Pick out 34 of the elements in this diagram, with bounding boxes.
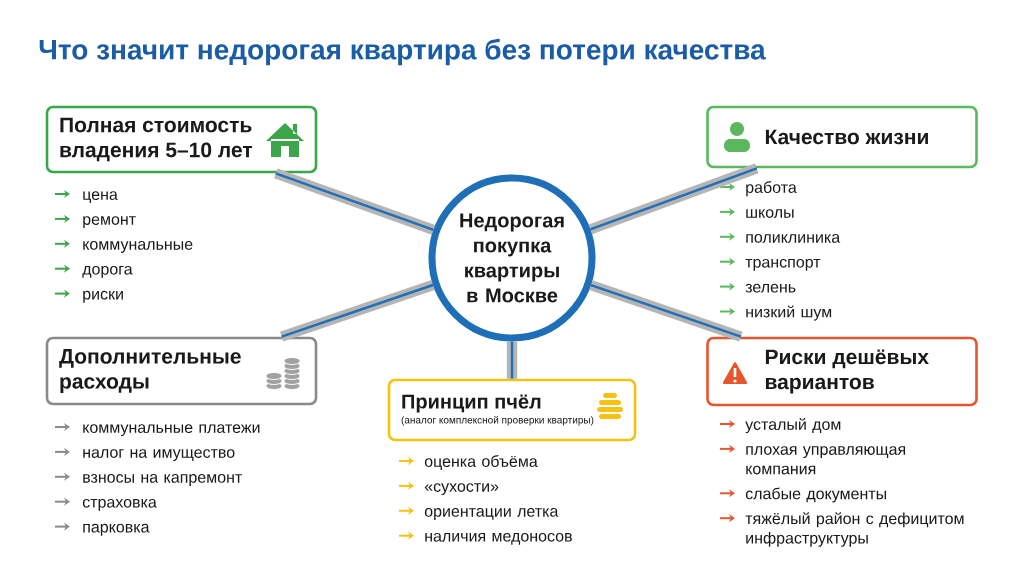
connector (506, 341, 518, 379)
category-box: Риски дешёвых вариантов (706, 336, 978, 407)
list-item: страховка (82, 498, 157, 511)
list-item: «сухости» (424, 483, 499, 496)
title: Что значит недорогая квартира без потери качества (39, 38, 766, 66)
list-item: ремонт (83, 216, 136, 229)
list-item: оценка объёма (424, 455, 538, 471)
category-box: Дополнительные расходы (45, 336, 318, 406)
list-item: коммунальные (83, 241, 193, 253)
category-box: Качество жизни (706, 105, 978, 169)
list-item: низкий шум (746, 305, 832, 321)
list-item: тяжёлый район с дефицитом инфраструктуры (745, 512, 964, 547)
connector (588, 163, 759, 235)
list-item: дорога (82, 265, 133, 278)
list-item: коммунальные платежи (83, 424, 260, 437)
connector (279, 280, 435, 342)
list-item: взносы на капремонт (83, 474, 242, 486)
list-item: работа (746, 181, 797, 197)
category-box: Полная стоимость владения 5–10 лет (45, 105, 318, 174)
connector (274, 168, 436, 235)
list-item: риски (83, 290, 123, 303)
list-item: цена (83, 191, 118, 204)
list-item: поликлиника (746, 234, 841, 243)
list-item: налог на имущество (83, 449, 235, 462)
category-box: Принцип пчёл (аналог комплексной проверки квартиры) (387, 378, 637, 442)
list-item: парковка (83, 523, 150, 536)
list-item: транспорт (745, 258, 821, 271)
list-item: зелень (745, 283, 796, 293)
list-item: ориентации летка (424, 508, 559, 520)
list-item: слабые документы (745, 487, 886, 503)
list-item: школы (746, 209, 794, 218)
connector (589, 280, 743, 342)
list-item: наличия медоносов (425, 532, 572, 545)
list-item: усталый дом (745, 417, 841, 434)
